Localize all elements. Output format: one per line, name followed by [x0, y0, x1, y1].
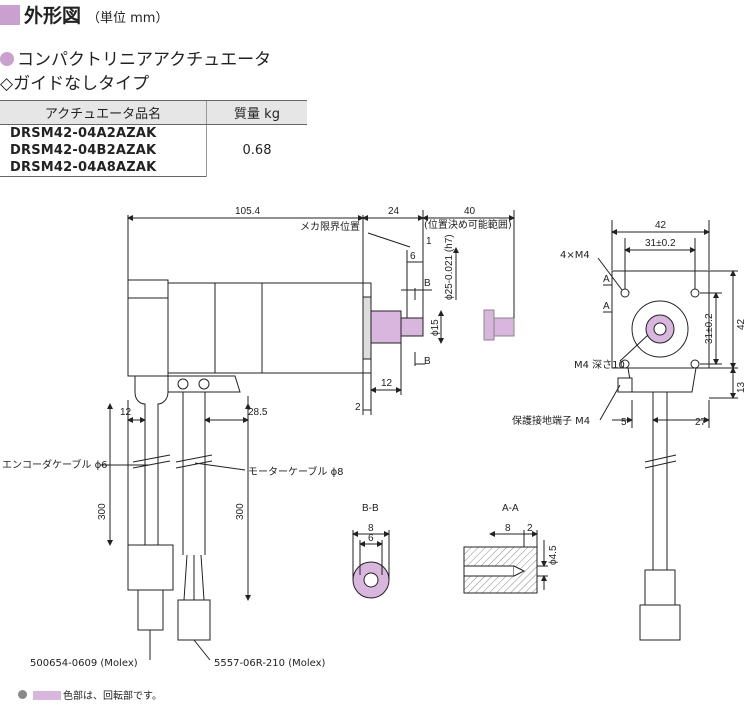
section-bb	[352, 530, 390, 599]
front-view	[597, 220, 738, 641]
dim-300-motor: 300	[235, 503, 246, 520]
spec-table: アクチュエータ品名 質量 kg DRSM42-04A2AZAK 0.68 DRS…	[0, 100, 307, 177]
unit-label: （単位 mm）	[87, 11, 169, 26]
bullet-icon	[0, 52, 14, 66]
col-header-mass: 質量 kg	[206, 100, 307, 125]
motor-connector-label: 5557-06R-210 (Molex)	[214, 658, 326, 669]
dim-phi4-5: ϕ4.5	[548, 545, 559, 565]
dim-5: 5	[621, 417, 627, 428]
model-row-2: DRSM42-04B2AZAK	[10, 143, 157, 158]
dim-40: 40	[464, 206, 476, 217]
section-b-top: B	[424, 278, 431, 289]
dim-aa-8: 8	[505, 523, 511, 534]
mech-limit-label: メカ限界位置	[300, 220, 360, 233]
m4-depth-label: M4 深さ10	[574, 359, 625, 371]
dim-12-cable: 12	[120, 407, 132, 418]
dim-bb-8: 8	[368, 523, 374, 534]
title-marker	[0, 5, 20, 25]
dim-2: 2	[355, 402, 361, 413]
section-aa-label: A-A	[502, 503, 519, 514]
section-b-bottom: B	[424, 356, 431, 367]
model-row-3: DRSM42-04A8AZAK	[0, 159, 207, 177]
section-a-top: A	[603, 274, 610, 285]
dim-27: 27	[695, 417, 707, 428]
encoder-cable-label: エンコーダケーブル ϕ6	[2, 458, 108, 471]
dim-42-width: 42	[655, 220, 667, 231]
dim-6: 6	[410, 251, 416, 262]
rotating-color-swatch	[33, 691, 61, 700]
col-header-model: アクチュエータ品名	[0, 100, 207, 125]
dim-42-height: 42	[736, 318, 747, 330]
dim-24: 24	[388, 206, 400, 217]
rotating-rod	[370, 310, 402, 344]
encoder-connector-label: 500654-0609 (Molex)	[30, 658, 138, 669]
dim-phi25: ϕ25-0.021 (h7)	[444, 234, 455, 300]
positioning-range-label: (位置決め可能範囲)	[424, 218, 512, 231]
ground-terminal-label: 保護接地端子 M4	[512, 414, 590, 427]
type-heading: ◇ガイドなしタイプ	[0, 74, 150, 94]
dim-31-height: 31±0.2	[704, 313, 715, 344]
dim-bb-6: 6	[368, 533, 374, 544]
section-aa	[463, 530, 548, 594]
motor-cable-label: モーターケーブル ϕ8	[248, 465, 344, 478]
section-bb-label: B-B	[362, 503, 379, 514]
dim-105-4: 105.4	[235, 206, 260, 217]
side-view	[100, 210, 515, 661]
dim-phi15: ϕ15	[430, 319, 441, 336]
footnote: 色部は、回転部です。	[18, 687, 162, 702]
dim-1: 1	[426, 236, 432, 247]
thread-4xm4-label: 4×M4	[560, 250, 590, 261]
bullet-icon	[18, 690, 27, 699]
dim-13: 13	[736, 381, 747, 393]
dim-300-encoder: 300	[97, 503, 108, 520]
model-row-1: DRSM42-04A2AZAK	[10, 126, 157, 141]
page-title: 外形図（単位 mm）	[24, 5, 169, 27]
dim-28-5: 28.5	[248, 407, 268, 418]
product-heading: コンパクトリニアアクチュエータ	[0, 45, 271, 70]
mass-value: 0.68	[206, 124, 307, 177]
section-a-bottom: A	[603, 301, 610, 312]
dim-12-rod: 12	[381, 378, 393, 389]
dim-31-width: 31±0.2	[645, 238, 676, 249]
dim-aa-2: 2	[527, 523, 533, 534]
